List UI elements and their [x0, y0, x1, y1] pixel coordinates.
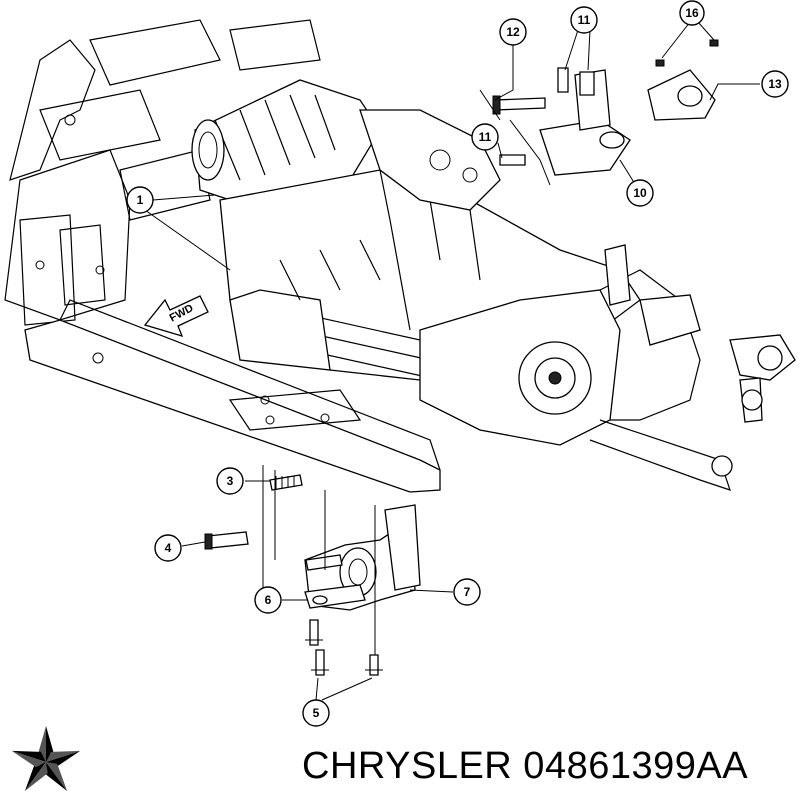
callout-10: 10: [626, 179, 654, 207]
callout-6: 6: [254, 586, 282, 614]
callout-7: 7: [453, 578, 481, 606]
callout-11-top-label: 11: [578, 13, 591, 27]
vehicle-frame: [4, 19, 321, 326]
callout-5: 5: [302, 699, 330, 727]
leader-lines: [144, 21, 760, 701]
transaxle-assembly: [419, 244, 796, 491]
callout-13-label: 13: [768, 77, 782, 91]
callout-10-label: 10: [633, 186, 647, 200]
callout-12: 12: [499, 18, 527, 46]
callout-11-top: 11: [570, 6, 598, 34]
callout-1-label: 1: [137, 193, 144, 207]
callout-11-side-label: 11: [479, 130, 492, 144]
callout-12-label: 12: [506, 25, 520, 39]
callout-1: 1: [126, 186, 154, 214]
callout-4: 4: [154, 534, 182, 562]
callout-3-label: 3: [227, 474, 234, 488]
front-crossmember: [24, 299, 441, 493]
callout-13: 13: [761, 70, 789, 98]
fwd-arrow: FWD: [143, 295, 209, 338]
callout-7-label: 7: [464, 585, 471, 599]
callout-4-label: 4: [165, 541, 172, 555]
callout-6-label: 6: [265, 593, 272, 607]
callout-5-label: 5: [313, 706, 320, 720]
callout-11-side: 11: [471, 123, 499, 151]
pentastar-logo-icon: [11, 726, 81, 792]
upper-mount-brackets: [479, 39, 719, 186]
callout-16-label: 16: [685, 6, 699, 20]
brand-part-number: CHRYSLER 04861399AA: [302, 745, 749, 787]
lower-mount-assembly: [204, 465, 421, 676]
callout-16: 16: [679, 0, 705, 26]
callout-3: 3: [216, 467, 244, 495]
